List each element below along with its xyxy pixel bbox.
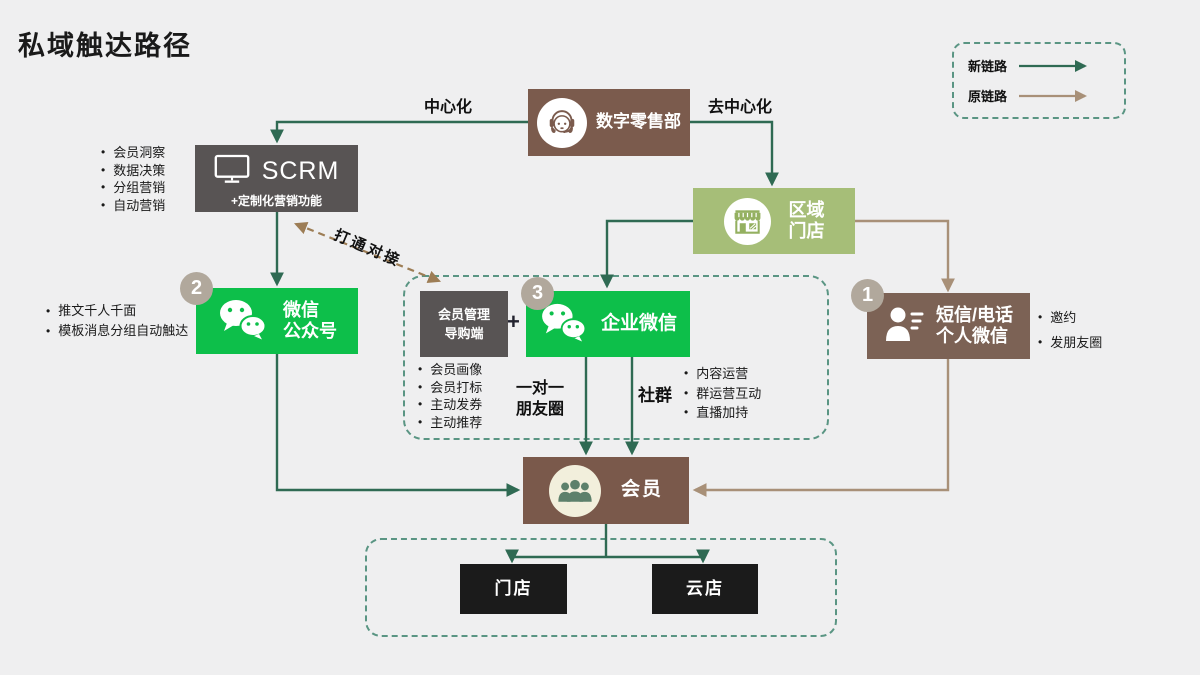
decentralized-label: 去中心化 [707,99,772,116]
bullet-item: 会员打标 [418,379,482,397]
member-mgmt-line2: 导购端 [444,325,484,341]
store-label: 门店 [494,578,533,598]
arrow-store-to-sms [855,219,955,293]
bullet-item: 直播加持 [684,403,761,423]
cloud-store-label: 云店 [686,578,724,598]
node-sms: 短信/电话 个人微信 [867,293,1030,359]
digital-retail-label: 数字零售部 [596,112,681,132]
sms-label: 短信/电话 个人微信 [936,305,1013,347]
plus-sign: + [507,309,520,334]
headset-agent-icon [537,97,587,148]
arrow-retail-to-scrm [270,120,528,144]
enterprise-wechat-label: 企业微信 [600,312,677,334]
scrm-bullets: 会员洞察 数据决策 分组营销 自动营销 [101,144,165,214]
node-member-mgmt: 会员管理 导购端 [420,291,508,357]
wechat-icon [217,298,269,345]
store-channels-frame [365,538,837,637]
storefront-icon [723,197,771,245]
members-group-icon [548,464,601,517]
legend-old-label: 原链路 [968,89,1008,104]
node-store: 门店 [460,564,567,614]
bullet-item: 邀约 [1038,305,1102,330]
bullet-item: 主动推荐 [418,414,482,432]
badge-2: 2 [180,272,213,305]
bullet-item: 会员画像 [418,361,482,379]
bullet-item: 自动营销 [101,197,165,215]
bullet-item: 群运营互动 [684,384,761,404]
bullet-item: 发朋友圈 [1038,330,1102,355]
contact-person-icon [884,305,926,347]
bullet-item: 模板消息分组自动触达 [46,321,204,341]
node-digital-retail: 数字零售部 [528,89,690,156]
community-bullets: 内容运营 群运营互动 直播加持 [684,364,761,423]
page-title: 私域触达路径 [18,31,192,61]
sms-line2: 个人微信 [935,326,1008,346]
scrm-title: SCRM [261,157,340,186]
node-enterprise-wechat: 企业微信 [526,291,690,357]
monitor-icon [214,154,250,190]
arrow-store-to-ewechat [600,219,693,289]
old-link-arrow-icon [1019,89,1088,102]
line-member-split [512,524,703,559]
node-member: 会员 [523,457,689,524]
scrm-subtitle: +定制化营销功能 [230,194,322,208]
one-to-one-line1: 一对一 [515,380,564,397]
arrow-connect-dashed [293,221,442,284]
bullet-item: 主动发券 [418,396,482,414]
regional-store-label: 区域 门店 [789,200,825,242]
legend-old-link: 原链路 [968,86,1110,105]
node-scrm: SCRM +定制化营销功能 [195,145,358,212]
bullet-item: 内容运营 [684,364,761,384]
community-label: 社群 [638,386,672,405]
arrow-sms-to-member [692,359,950,497]
sms-line1: 短信/电话 [935,304,1013,325]
wechat-oa-line2: 公众号 [283,321,337,341]
new-link-arrow-icon [1019,59,1088,72]
node-cloud-store: 云店 [652,564,758,614]
one-to-one-line2: 朋友圈 [515,401,564,418]
one-to-one-label: 一对一 朋友圈 [503,378,577,420]
member-label: 会员 [620,479,663,501]
wechat-oa-label: 微信 公众号 [283,300,337,342]
sms-bullets: 邀约 发朋友圈 [1038,305,1102,355]
badge-3: 3 [521,277,554,310]
legend-new-link: 新链路 [968,56,1110,75]
bullet-item: 推文千人千面 [46,301,204,321]
arrow-oa-to-member [275,354,521,497]
node-wechat-oa: 微信 公众号 [196,288,358,354]
node-regional-store: 区域 门店 [693,188,855,254]
member-mgmt-bullets: 会员画像 会员打标 主动发券 主动推荐 [418,361,482,431]
arrow-retail-to-store [690,120,779,187]
guide-tools-frame [403,275,829,440]
member-mgmt-line1: 会员管理 [437,307,490,323]
wechat-oa-bullets: 推文千人千面 模板消息分组自动触达 [46,301,204,341]
bullet-item: 数据决策 [101,162,165,180]
wechat-icon [539,302,589,347]
legend: 新链路 原链路 [952,42,1126,119]
bullet-item: 分组营销 [101,179,165,197]
bullet-item: 会员洞察 [101,144,165,162]
badge-1: 1 [851,279,884,312]
wechat-oa-line1: 微信 [283,299,319,320]
regional-store-line1: 区域 [788,199,825,220]
regional-store-line2: 门店 [788,221,825,241]
centralized-label: 中心化 [423,99,472,116]
legend-new-label: 新链路 [968,59,1008,74]
